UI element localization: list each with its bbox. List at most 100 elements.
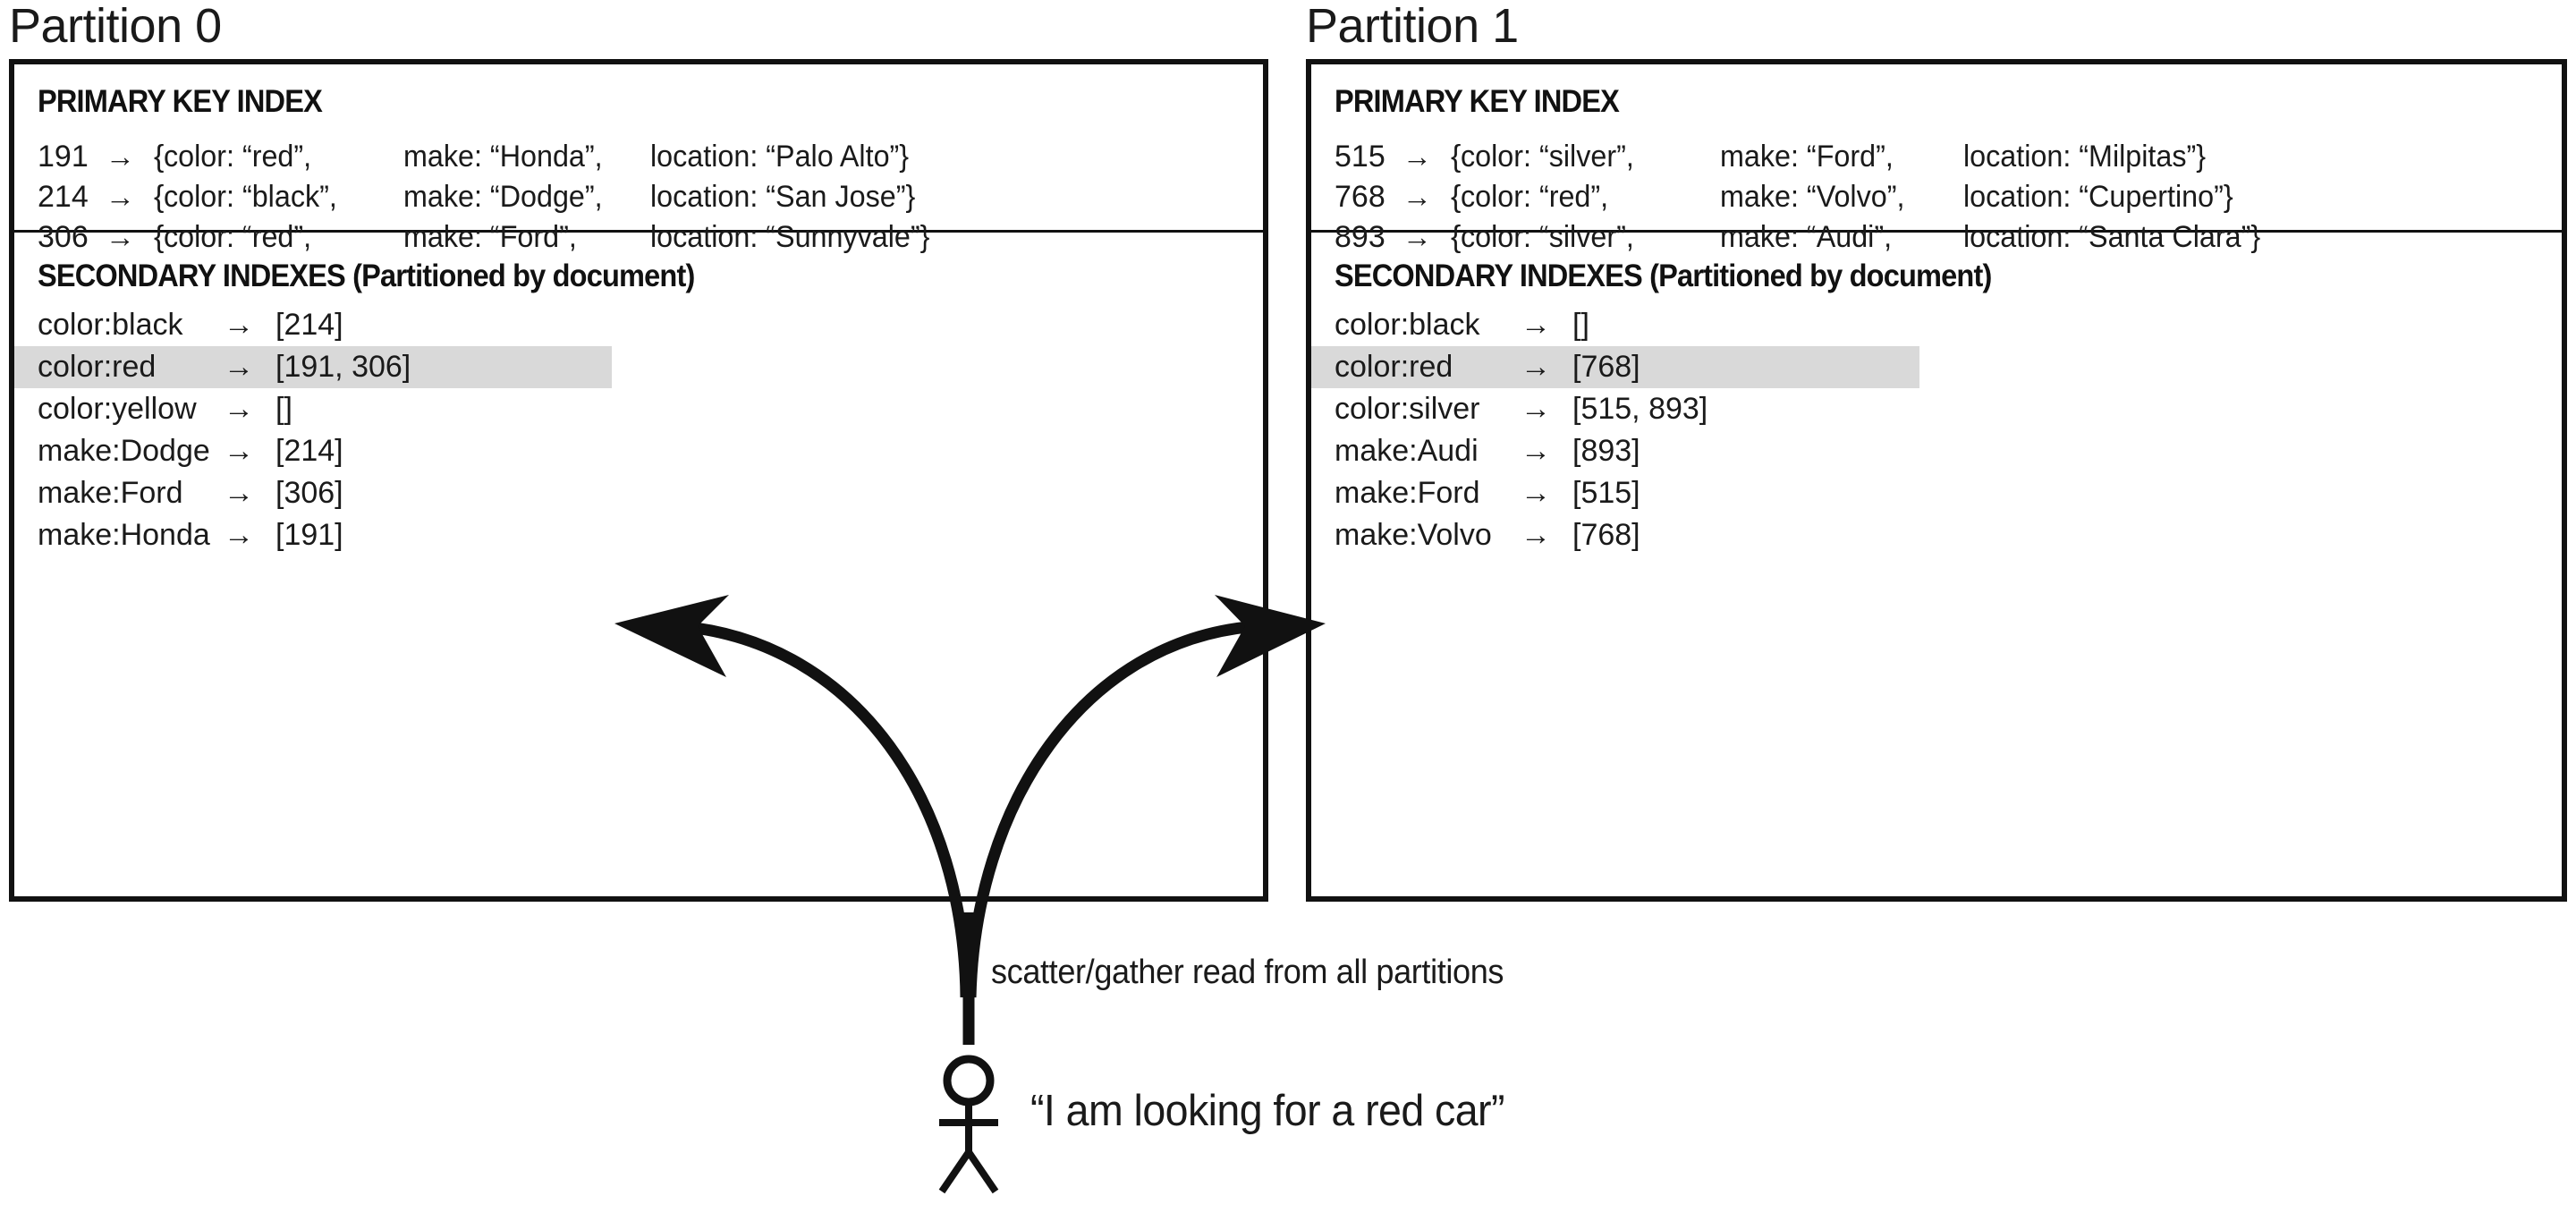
- list-item: color:black → [214]: [14, 304, 1263, 346]
- index-value: [768]: [1572, 350, 1640, 384]
- partition-1-divider: [1311, 230, 2562, 233]
- index-key: color:black: [1335, 308, 1480, 342]
- brace-open: {: [154, 140, 165, 174]
- index-key: make:Honda: [38, 518, 210, 552]
- list-item: make:Ford → [515]: [1311, 472, 2562, 514]
- index-key: make:Audi: [1335, 434, 1479, 468]
- pk-id: 306: [38, 220, 89, 254]
- partition-1-primary-key-index-heading: PRIMARY KEY INDEX: [1335, 84, 1620, 119]
- arrow-icon: →: [1402, 180, 1432, 213]
- table-row: 214 → { color: “black”, make: “Dodge”, l…: [38, 176, 945, 216]
- partition-1-primary-key-rows: 515 → { color: “silver”, make: “Ford”, l…: [1335, 136, 2276, 257]
- arrow-icon: →: [106, 180, 135, 213]
- index-key: make:Dodge: [38, 434, 210, 468]
- index-key: color:black: [38, 308, 183, 342]
- arrow-icon: →: [1521, 476, 1551, 510]
- index-value: [191]: [275, 518, 343, 552]
- list-item-highlighted: color:red → [768]: [1311, 346, 1919, 388]
- arrow-icon: →: [1521, 350, 1551, 384]
- table-row: 768 → { color: “red”, make: “Volvo”, loc…: [1335, 176, 2276, 216]
- scatter-gather-label: scatter/gather read from all partitions: [991, 954, 1504, 991]
- list-item: make:Dodge → [214]: [14, 430, 1263, 472]
- pk-id: 893: [1335, 220, 1385, 254]
- index-key: make:Ford: [38, 476, 183, 510]
- pk-make: make: “Dodge”,: [403, 180, 603, 214]
- index-key: color:yellow: [38, 392, 197, 426]
- partition-0-primary-key-index-heading: PRIMARY KEY INDEX: [38, 84, 323, 119]
- arrow-icon: →: [1402, 140, 1432, 173]
- partition-0-primary-key-rows: 191 → { color: “red”, make: “Honda”, loc…: [38, 136, 945, 257]
- pk-location: location: “Milpitas”}: [1963, 140, 2207, 174]
- pk-location: location: “Palo Alto”}: [650, 140, 910, 174]
- index-value: []: [1572, 308, 1589, 342]
- arrow-icon: →: [224, 308, 254, 342]
- index-key: make:Volvo: [1335, 518, 1492, 552]
- partition-1-secondary-index-rows: color:black → [] color:red → [768] color…: [1311, 304, 2562, 556]
- index-value: [306]: [275, 476, 343, 510]
- index-key: color:silver: [1335, 392, 1480, 426]
- partition-0-title: Partition 0: [9, 0, 222, 53]
- partition-0-box: PRIMARY KEY INDEX 191 → { color: “red”, …: [9, 59, 1268, 902]
- list-item: color:yellow → []: [14, 388, 1263, 430]
- pk-id: 214: [38, 180, 89, 214]
- pk-color: color: “red”,: [1461, 180, 1609, 214]
- partition-1-secondary-indexes-heading: SECONDARY INDEXES (Partitioned by docume…: [1335, 259, 1992, 293]
- brace-open: {: [1451, 140, 1462, 174]
- index-key: color:red: [38, 350, 157, 384]
- index-key: make:Ford: [1335, 476, 1480, 510]
- list-item-highlighted: color:red → [191, 306]: [14, 346, 612, 388]
- index-value: [515]: [1572, 476, 1640, 510]
- pk-color: color: “red”,: [164, 220, 312, 254]
- list-item: color:silver → [515, 893]: [1311, 388, 2562, 430]
- pk-make: make: “Audi”,: [1720, 220, 1893, 254]
- brace-open: {: [1451, 220, 1462, 254]
- pk-id: 191: [38, 140, 89, 174]
- pk-make: make: “Ford”,: [1720, 140, 1894, 174]
- pk-color: color: “silver”,: [1461, 140, 1635, 174]
- arrow-icon: →: [1521, 392, 1551, 426]
- partition-0-secondary-indexes-heading: SECONDARY INDEXES (Partitioned by docume…: [38, 259, 695, 293]
- partition-1-box: PRIMARY KEY INDEX 515 → { color: “silver…: [1306, 59, 2567, 902]
- partition-1-title: Partition 1: [1306, 0, 1519, 53]
- arrow-icon: →: [224, 350, 254, 384]
- index-value: [191, 306]: [275, 350, 411, 384]
- table-row: 515 → { color: “silver”, make: “Ford”, l…: [1335, 136, 2276, 176]
- pk-location: location: “San Jose”}: [650, 180, 916, 214]
- table-row: 306 → { color: “red”, make: “Ford”, loca…: [38, 216, 945, 257]
- pk-color: color: “silver”,: [1461, 220, 1635, 254]
- index-value: [893]: [1572, 434, 1640, 468]
- arrow-icon: →: [224, 476, 254, 510]
- table-row: 893 → { color: “silver”, make: “Audi”, l…: [1335, 216, 2276, 257]
- pk-make: make: “Honda”,: [403, 140, 603, 174]
- partition-0-secondary-index-rows: color:black → [214] color:red → [191, 30…: [14, 304, 1263, 556]
- pk-location: location: “Sunnyvale”}: [650, 220, 930, 254]
- pk-make: make: “Volvo”,: [1720, 180, 1905, 214]
- index-value: []: [275, 392, 292, 426]
- brace-open: {: [154, 220, 165, 254]
- user-quote-label: “I am looking for a red car”: [1030, 1087, 1504, 1135]
- pk-color: color: “red”,: [164, 140, 312, 174]
- index-key: color:red: [1335, 350, 1453, 384]
- arrow-icon: →: [224, 392, 254, 426]
- pk-color: color: “black”,: [164, 180, 338, 214]
- pk-location: location: “Cupertino”}: [1963, 180, 2233, 214]
- pk-make: make: “Ford”,: [403, 220, 578, 254]
- list-item: make:Ford → [306]: [14, 472, 1263, 514]
- arrow-icon: →: [224, 434, 254, 468]
- index-value: [515, 893]: [1572, 392, 1708, 426]
- pk-id: 515: [1335, 140, 1385, 174]
- stick-figure-icon: [938, 1055, 999, 1194]
- list-item: make:Volvo → [768]: [1311, 514, 2562, 556]
- brace-open: {: [154, 180, 165, 214]
- brace-open: {: [1451, 180, 1462, 214]
- pk-location: location: “Santa Clara”}: [1963, 220, 2261, 254]
- index-value: [768]: [1572, 518, 1640, 552]
- arrow-icon: →: [224, 518, 254, 552]
- arrow-icon: →: [1402, 220, 1432, 253]
- table-row: 191 → { color: “red”, make: “Honda”, loc…: [38, 136, 945, 176]
- arrow-icon: →: [106, 140, 135, 173]
- list-item: color:black → []: [1311, 304, 2562, 346]
- pk-id: 768: [1335, 180, 1385, 214]
- arrow-icon: →: [106, 220, 135, 253]
